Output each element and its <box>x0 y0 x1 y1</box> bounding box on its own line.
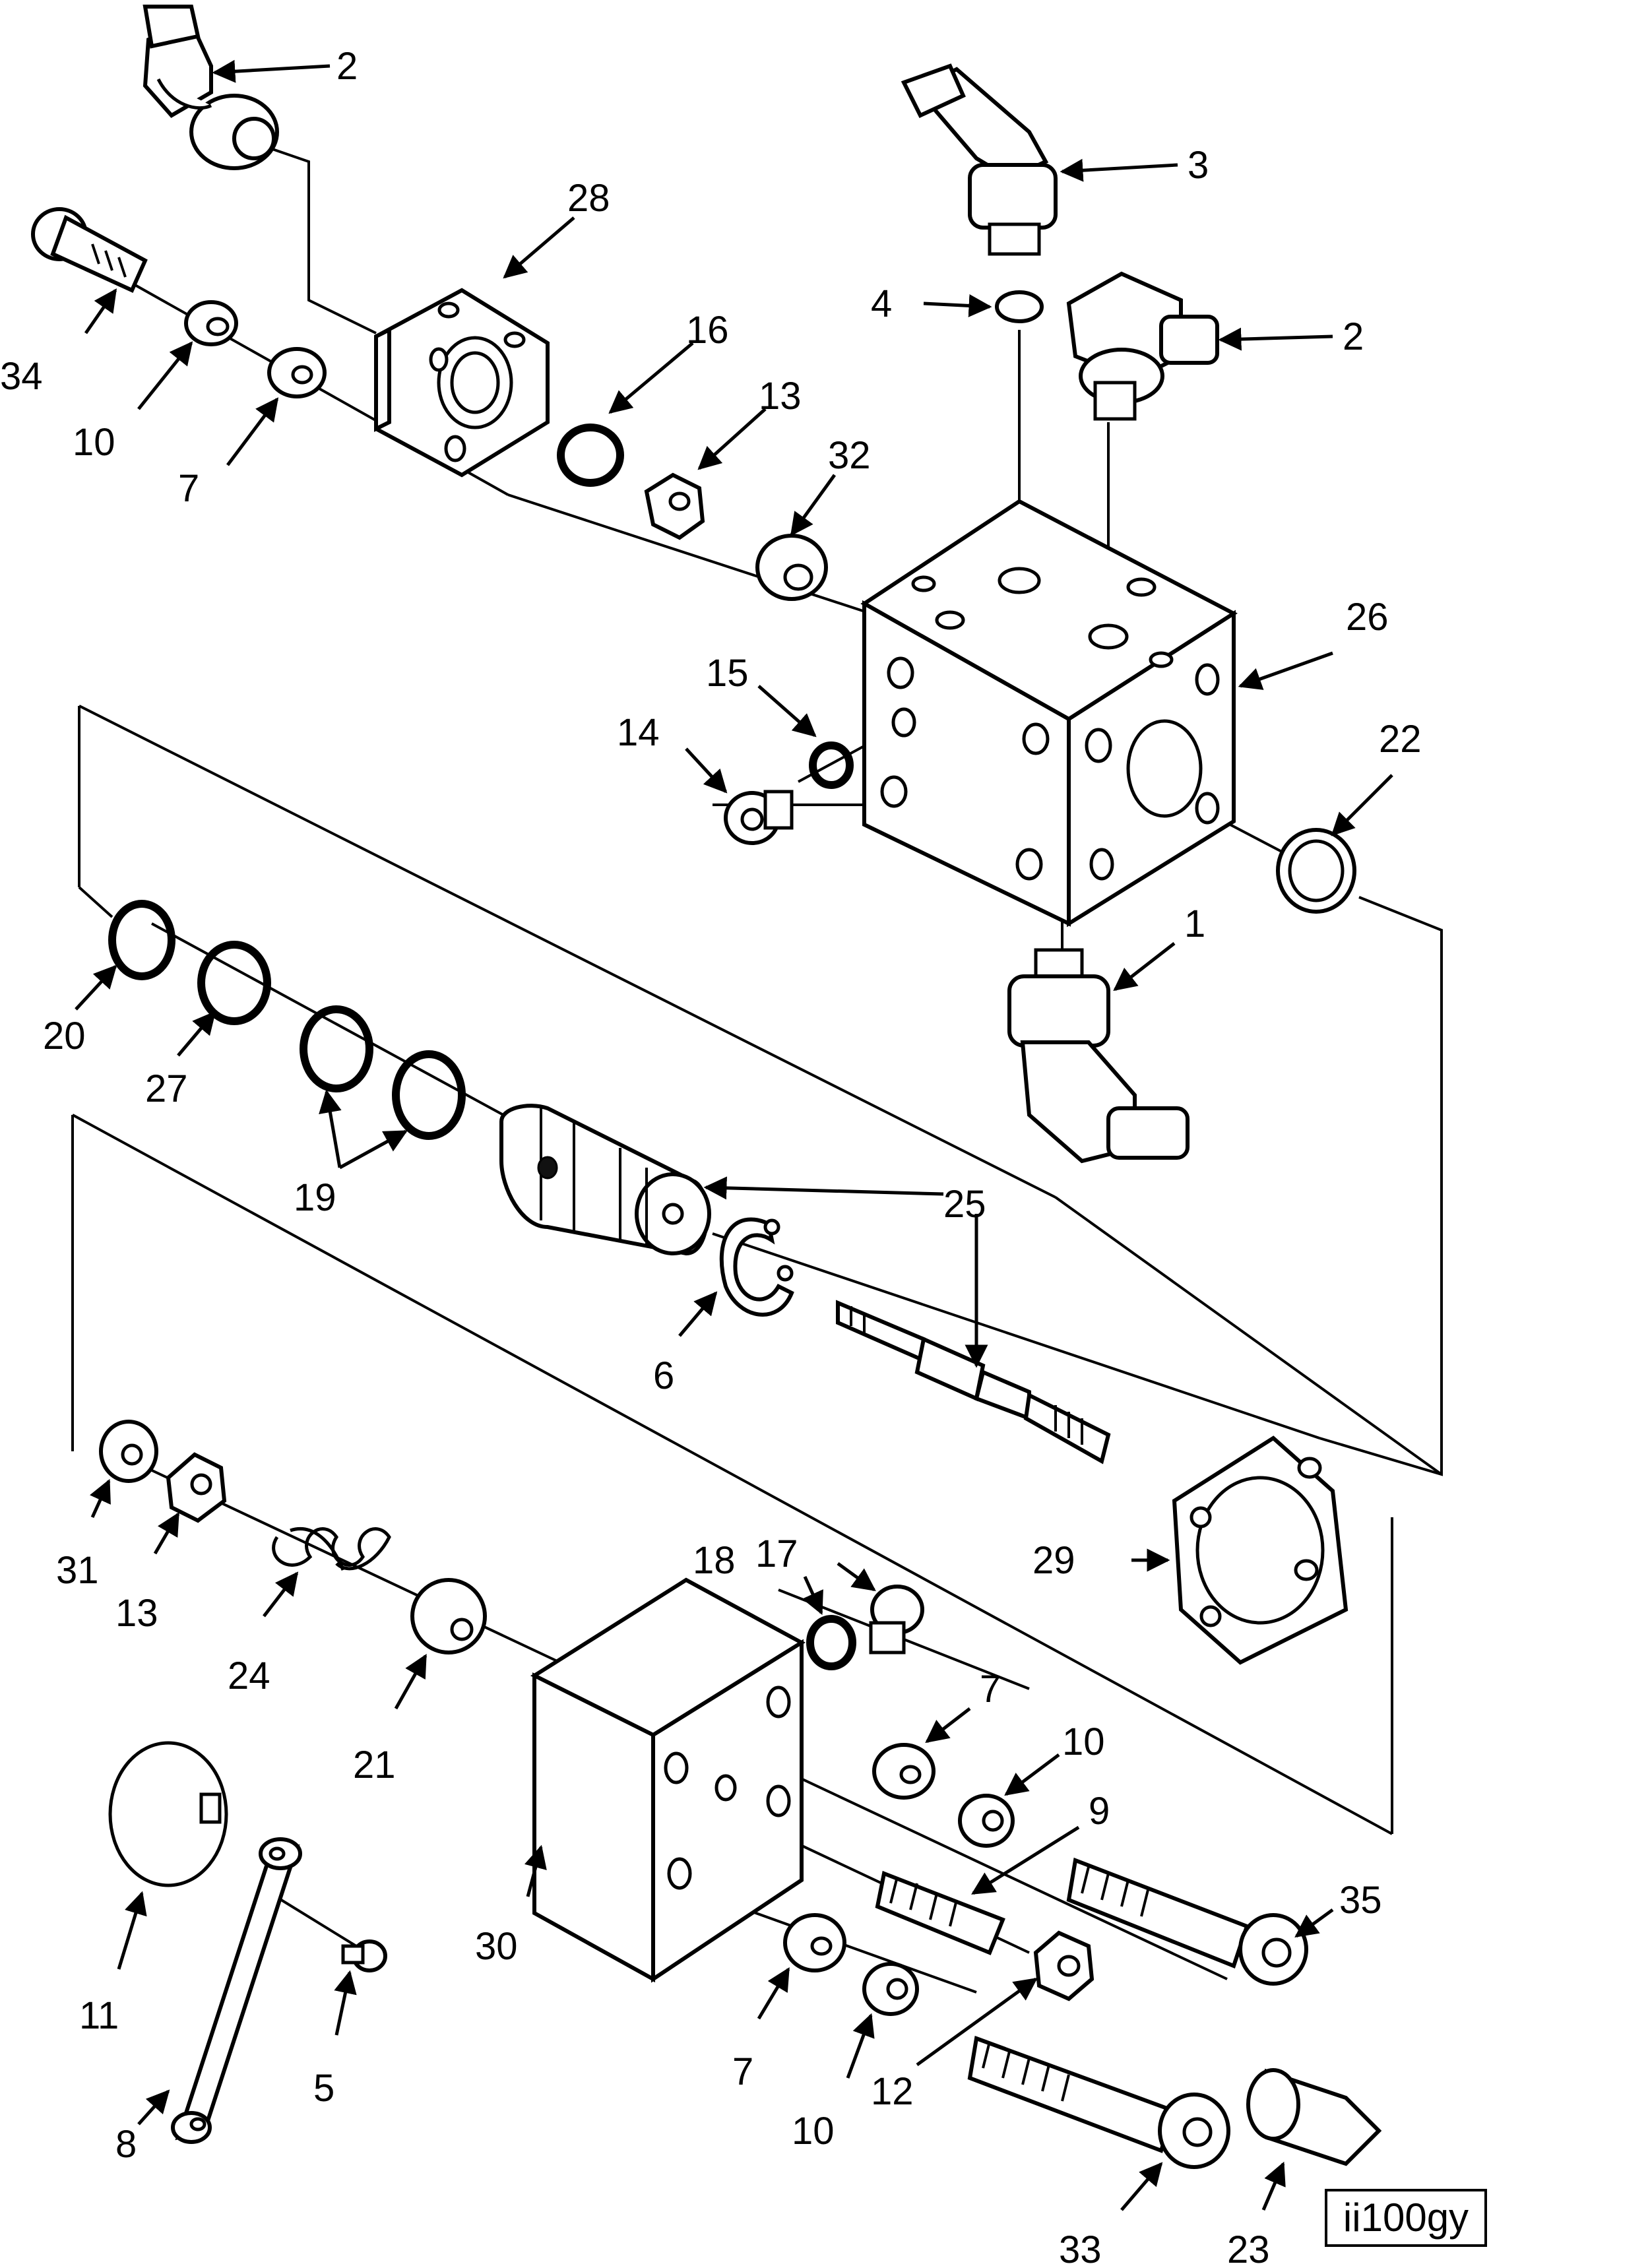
callout-8: 8 <box>115 2123 137 2166</box>
callout-10-bottom: 10 <box>792 2110 835 2153</box>
o-ring-19-b <box>392 1050 466 1140</box>
washer-7-top <box>267 347 327 398</box>
callout-3: 3 <box>1188 144 1209 187</box>
callout-7-bottom: 7 <box>732 2050 753 2093</box>
valve-block-30 <box>530 1577 806 1983</box>
o-ring-4 <box>995 290 1044 323</box>
spacer-32 <box>755 534 828 601</box>
flange-plate-29 <box>1172 1435 1349 1665</box>
cap-23 <box>1246 2068 1382 2166</box>
callout-5: 5 <box>313 2067 334 2110</box>
callout-22: 22 <box>1379 718 1422 761</box>
callout-9: 9 <box>1089 1790 1110 1833</box>
callout-23: 23 <box>1227 2228 1270 2268</box>
callout-34: 34 <box>0 355 43 398</box>
o-ring-18 <box>806 1615 856 1670</box>
cartridge-25 <box>499 1104 711 1256</box>
callout-11: 11 <box>79 1994 119 2037</box>
elbow-fitting-2-top <box>143 5 279 170</box>
callout-16: 16 <box>686 309 729 352</box>
callout-31: 31 <box>56 1549 99 1592</box>
washer-7-bottom <box>783 1913 846 1972</box>
callout-2-top: 2 <box>336 45 358 88</box>
callout-13-top: 13 <box>759 375 802 418</box>
callout-17: 17 <box>755 1532 798 1575</box>
callout-7-right: 7 <box>980 1668 1001 1711</box>
callout-7-top: 7 <box>178 467 199 510</box>
o-ring-16 <box>557 424 624 487</box>
washer-31 <box>99 1420 158 1483</box>
callout-29: 29 <box>1032 1539 1075 1582</box>
nut-12 <box>1033 1930 1095 2001</box>
o-ring-27 <box>197 941 271 1025</box>
retainer-ring-22 <box>1276 828 1356 914</box>
callout-24: 24 <box>228 1654 270 1697</box>
snap-ring-6 <box>719 1217 794 1317</box>
callout-10-right: 10 <box>1062 1720 1105 1763</box>
callout-35: 35 <box>1339 1879 1382 1922</box>
callout-14: 14 <box>617 711 660 754</box>
callout-1: 1 <box>1184 902 1205 945</box>
callout-6: 6 <box>653 1354 674 1397</box>
bolt-34 <box>31 207 148 293</box>
callout-12: 12 <box>871 2070 914 2113</box>
callout-28: 28 <box>567 177 610 220</box>
callout-20: 20 <box>43 1015 86 1057</box>
lock-washer-10-bottom <box>862 1962 919 2016</box>
washer-7-right <box>872 1743 936 1800</box>
spring-24 <box>272 1527 391 1571</box>
plug-17 <box>869 1585 924 1654</box>
bolt-33 <box>967 2035 1230 2169</box>
lock-washer-10-right <box>958 1794 1015 1848</box>
callout-4: 4 <box>871 282 892 325</box>
callouts: 2 3 4 2 28 16 13 32 34 10 7 26 15 14 22 … <box>0 45 1422 2268</box>
elbow-fitting-3 <box>901 63 1058 256</box>
clamp-11 <box>108 1741 228 1887</box>
plug-14 <box>724 790 794 845</box>
nut-13-top <box>644 472 705 540</box>
spring-seat-21 <box>410 1578 487 1654</box>
callout-26: 26 <box>1346 596 1389 639</box>
o-ring-20 <box>108 900 175 980</box>
flange-28 <box>374 288 550 478</box>
callout-27: 27 <box>145 1067 188 1110</box>
nut-13-lower <box>166 1452 227 1523</box>
o-ring-15 <box>809 741 854 789</box>
callout-10-top: 10 <box>73 421 115 464</box>
elbow-fitting-2-right <box>1066 271 1219 421</box>
spool-stem-25 <box>836 1300 1111 1465</box>
set-screw-9 <box>875 1870 1005 1955</box>
screw-5 <box>341 1939 387 1972</box>
callout-25: 25 <box>943 1183 986 1226</box>
callout-13-lower: 13 <box>115 1592 158 1635</box>
callout-2-right: 2 <box>1343 315 1364 358</box>
o-ring-19-a <box>300 1005 373 1092</box>
lock-washer-10-top <box>184 300 238 346</box>
callout-21: 21 <box>353 1744 396 1786</box>
callout-18: 18 <box>693 1539 736 1582</box>
callout-33: 33 <box>1059 2228 1102 2268</box>
callout-19: 19 <box>294 1176 336 1219</box>
bolt-35 <box>1066 1857 1308 1986</box>
callout-30: 30 <box>475 1925 518 1968</box>
drawing-code-label: ii100gy <box>1325 2189 1487 2247</box>
callout-32: 32 <box>828 434 871 477</box>
lever-8 <box>171 1837 302 2144</box>
elbow-fitting-1 <box>1007 948 1190 1164</box>
callout-15: 15 <box>706 652 749 695</box>
valve-block-26 <box>860 499 1238 928</box>
